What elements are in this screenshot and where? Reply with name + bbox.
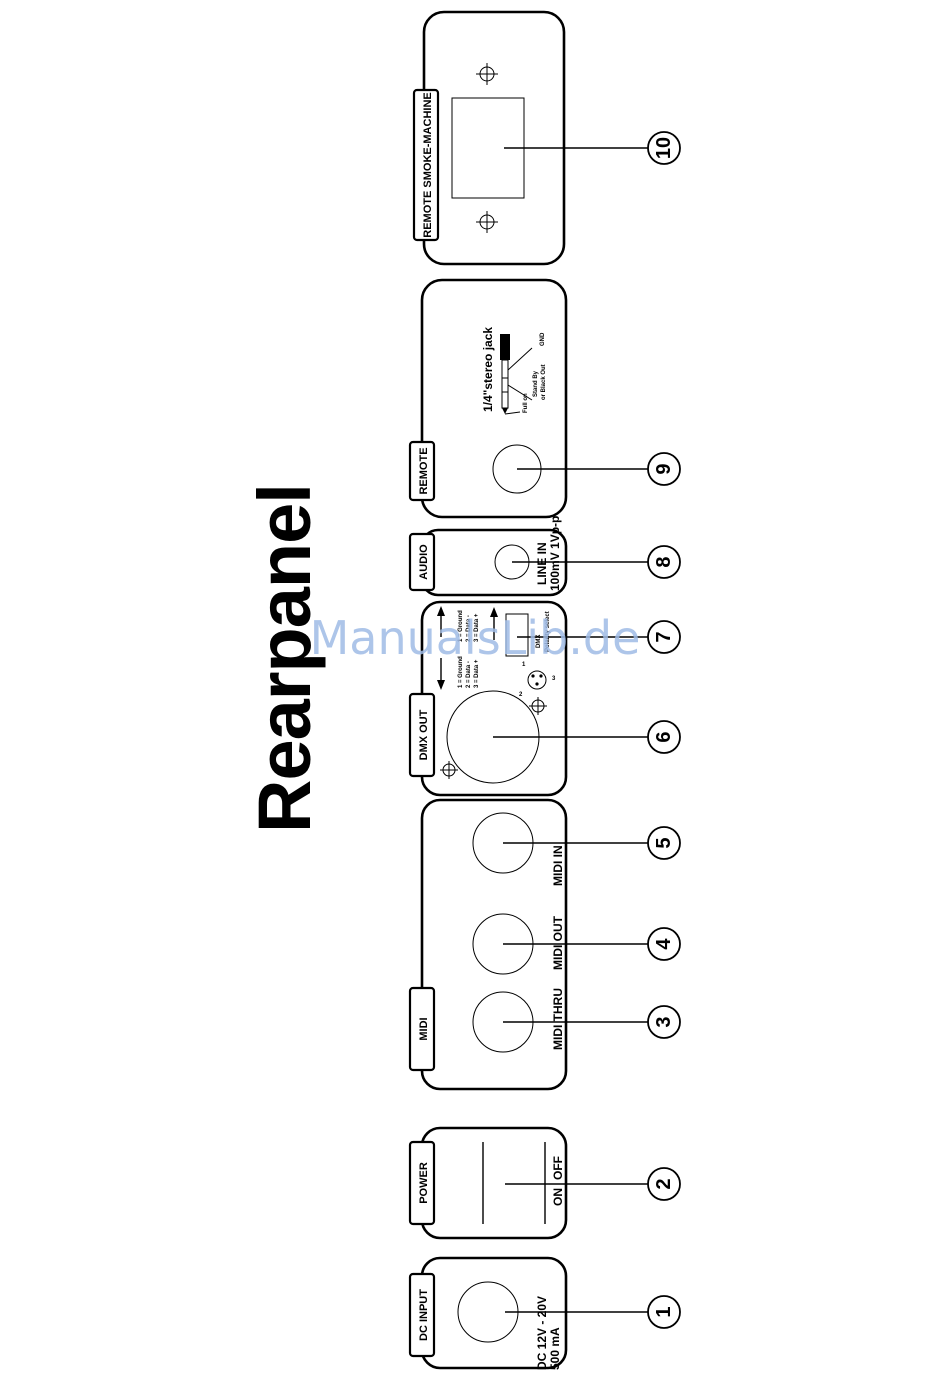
dmx-pin-number-3: 3 (552, 676, 556, 682)
dc-input-panel: DC INPUT DC 12V - 20V 500 mA 1 (408, 1256, 681, 1370)
remote-smoke-tag (412, 88, 440, 242)
callout-number-7: 7 (653, 631, 675, 642)
remote-frame (420, 278, 568, 519)
dmx-out-tag-text: DMX OUT (418, 709, 430, 760)
dmx-pins-a-1: 1 = Ground (458, 656, 464, 688)
callout-number-9: 9 (653, 463, 675, 474)
midi-tag (408, 986, 436, 1072)
power-panel: POWER ON OFF 2 (408, 1126, 681, 1240)
dmx-arrow-center (490, 607, 498, 640)
remote-smoke-tag-text: REMOTE SMOKE-MACHINE (422, 92, 434, 237)
callout-number-3: 3 (653, 1016, 675, 1027)
dmx-pin-number-1: 1 (522, 662, 526, 668)
midi-tag-text: MIDI (418, 1017, 430, 1040)
midi-out-label: MIDI OUT (551, 915, 565, 970)
remote-full-on-label: Full on (523, 393, 529, 413)
midi-thru-label: MIDI THRU (551, 988, 565, 1050)
callout-circle-1 (647, 1295, 681, 1329)
dmx-polarity-label: Polarity select (545, 611, 551, 652)
remote-blackout-label: or Black Out (541, 364, 547, 400)
power-on-label: ON (551, 1188, 565, 1206)
dmx-pins-b-3: 3 = Data + (474, 613, 480, 642)
dc-input-tag-text: DC INPUT (418, 1289, 430, 1341)
remote-tag-text: REMOTE (418, 447, 430, 494)
remote-smoke-crosshair-top (476, 63, 498, 85)
callout-number-1: 1 (653, 1306, 675, 1317)
dc-input-spec-line1: DC 12V - 20V (535, 1296, 549, 1370)
callout-number-2: 2 (653, 1178, 675, 1189)
dmx-pins-a-3: 3 = Data + (474, 659, 480, 688)
callout-circle-7 (647, 620, 681, 654)
callout-number-10: 10 (653, 137, 675, 159)
callout-number-8: 8 (653, 556, 675, 567)
remote-smoke-crosshair-bottom (476, 211, 498, 233)
callout-circle-6 (647, 720, 681, 754)
power-tag (408, 1140, 436, 1226)
stereo-jack-plug-drawing (500, 334, 533, 415)
dc-input-tag (408, 1272, 436, 1358)
page-title: Rearpanel (243, 484, 326, 833)
dmx-pins-a-2: 2 = Data - (466, 661, 472, 688)
audio-line-in-label: LINE IN (535, 542, 549, 585)
dmx-pins-b-1: 1 = Ground (458, 610, 464, 642)
callout-circle-9 (647, 452, 681, 486)
callout-number-4: 4 (653, 938, 675, 950)
callout-circle-3 (647, 1005, 681, 1039)
callout-circle-8 (647, 545, 681, 579)
remote-tag (408, 440, 436, 502)
remote-standby-label: Stand By (533, 370, 539, 397)
audio-tag (408, 532, 436, 592)
midi-in-label: MIDI IN (551, 845, 565, 886)
dmx-out-panel: DMX OUT 1 2 3 (408, 600, 681, 797)
dmx-pins-b-2: 2 = Data - (466, 615, 472, 642)
dmx-mount-crosshair-2 (529, 697, 547, 715)
callout-circle-4 (647, 927, 681, 961)
callout-circle-2 (647, 1167, 681, 1201)
audio-level-label: 100mV 1Vp-p (548, 516, 562, 591)
dmx-pinout-diagram (527, 670, 547, 690)
dmx-polarity-switch (505, 613, 529, 657)
dmx-mount-crosshair-1 (440, 761, 458, 779)
dc-input-spec-line2: 500 mA (548, 1327, 562, 1370)
dmx-out-tag (408, 692, 436, 778)
audio-panel: AUDIO LINE IN 100mV 1Vp-p 8 (408, 516, 681, 597)
remote-panel: REMOTE 1/4"stereo jack GND Stand By or B… (408, 278, 681, 519)
callout-number-5: 5 (653, 837, 675, 848)
midi-panel: MIDI MIDI THRU MIDI OUT MIDI IN 3 4 5 (408, 798, 681, 1091)
watermark: ManualsLib.de (310, 611, 641, 665)
remote-smoke-frame (422, 10, 566, 266)
power-tag-text: POWER (418, 1162, 430, 1204)
power-off-label: OFF (551, 1156, 565, 1180)
remote-gnd-label: GND (540, 332, 546, 346)
dmx-label: DMX (536, 635, 542, 648)
callout-circle-10 (647, 131, 681, 165)
audio-tag-text: AUDIO (418, 544, 430, 580)
dmx-arrow-right (437, 606, 445, 637)
dmx-pin-number-2: 2 (519, 692, 523, 698)
remote-smoke-machine-panel: REMOTE SMOKE-MACHINE 10 (412, 10, 681, 266)
callout-circle-5 (647, 826, 681, 860)
remote-jack-title: 1/4"stereo jack (481, 327, 495, 412)
callout-number-6: 6 (653, 731, 675, 742)
dmx-arrow-left (437, 658, 445, 690)
